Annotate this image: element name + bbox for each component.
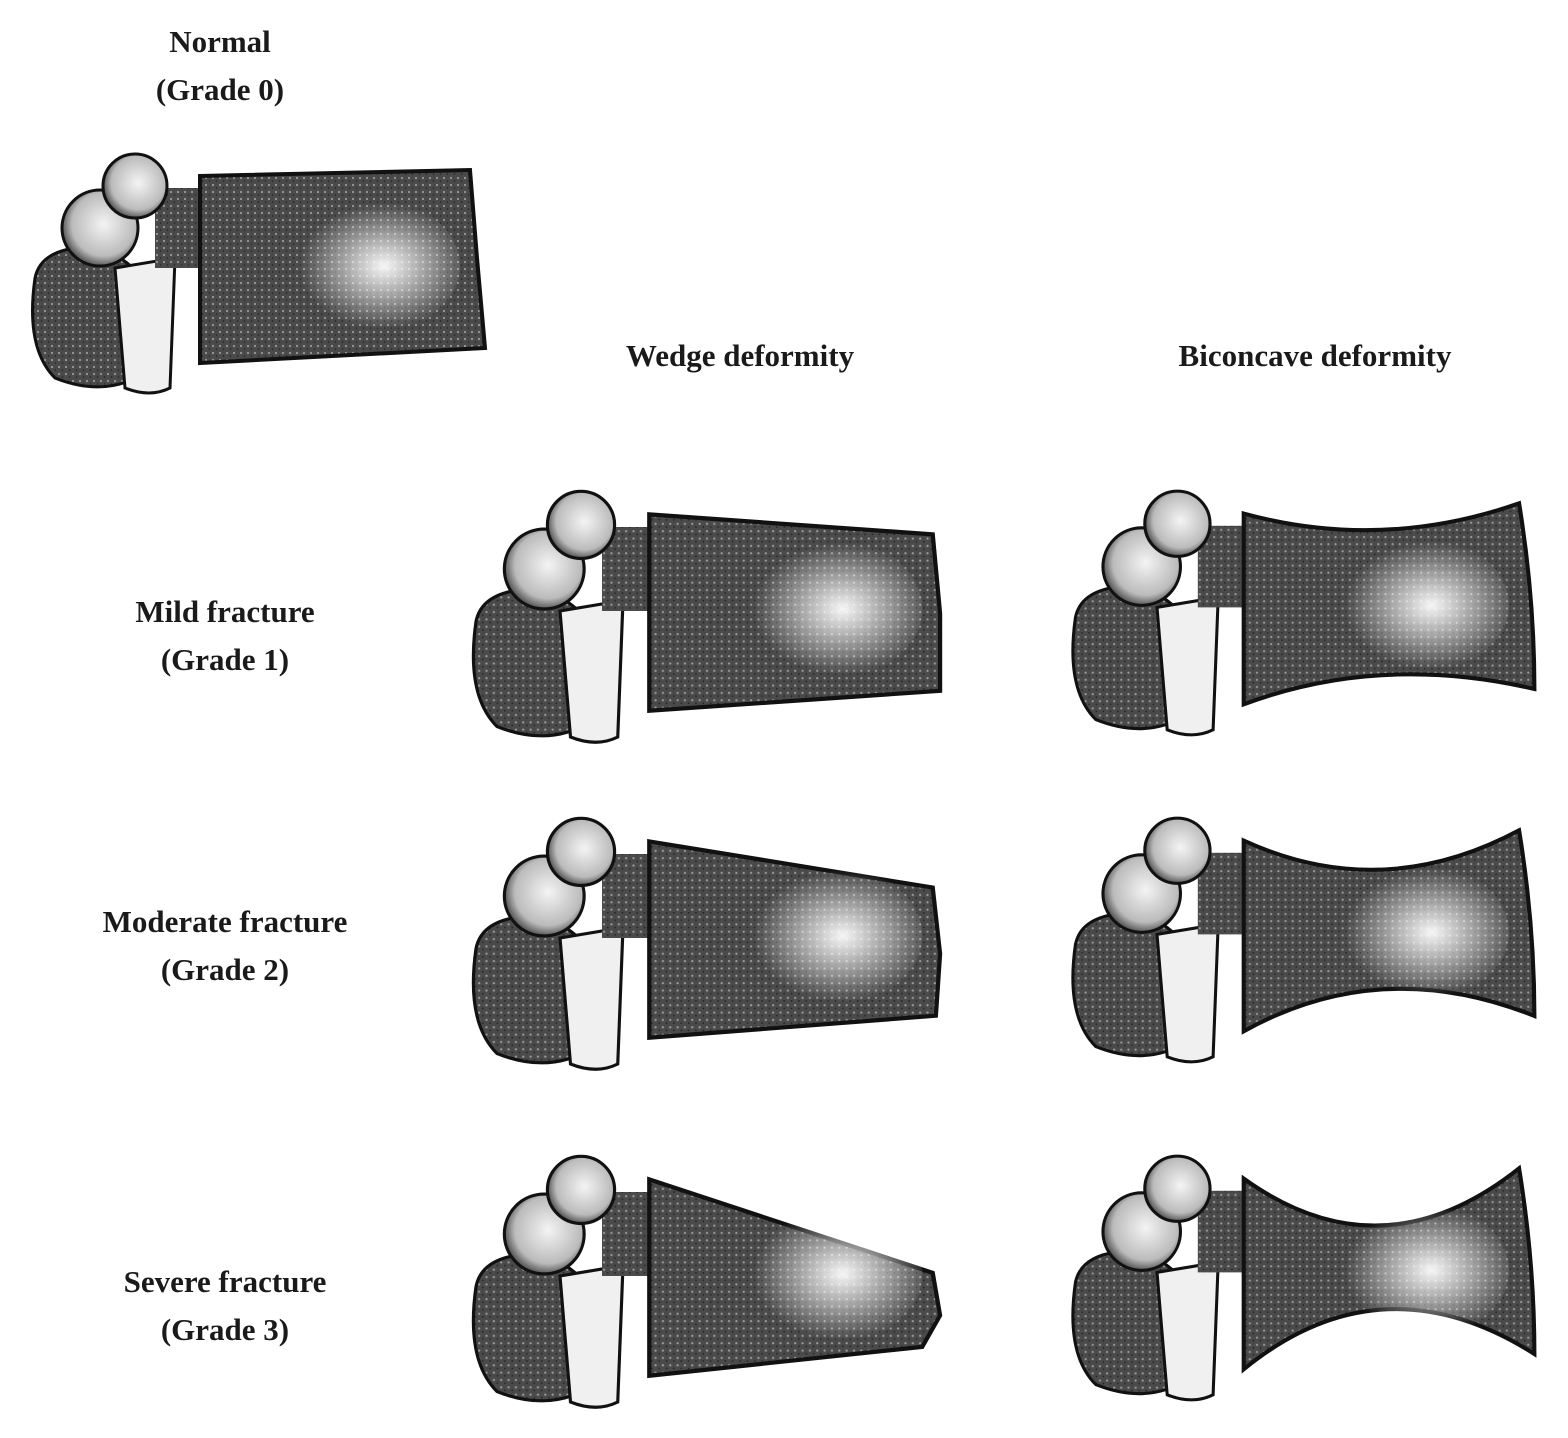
row-grade: (Grade 1): [160, 642, 290, 677]
facet-upper-shape: [1143, 816, 1212, 885]
vertebra-biconcave-grade-2: [1071, 816, 1537, 1064]
vertebra-wedge-grade-1: [471, 489, 943, 744]
body-highlight: [722, 862, 923, 1010]
row-label-mild: Mild fracture (Grade 1): [40, 588, 410, 684]
facet-upper-shape: [545, 489, 617, 561]
vertebra-biconcave-grade-3: [1071, 1154, 1537, 1402]
row-label-normal: Normal (Grade 0): [100, 18, 340, 114]
facet-upper-shape: [101, 152, 169, 220]
spinous-process-shape: [113, 256, 177, 395]
row-name: Moderate fracture: [102, 904, 348, 939]
row-name: Severe fracture: [123, 1264, 327, 1299]
row-grade: (Grade 0): [155, 72, 285, 107]
spinous-process-shape: [1155, 922, 1220, 1064]
facet-upper-shape: [545, 816, 617, 888]
spinous-process-shape: [558, 925, 625, 1071]
spinous-process-shape: [558, 598, 625, 744]
row-grade: (Grade 2): [160, 952, 290, 987]
row-label-severe: Severe fracture (Grade 3): [40, 1258, 410, 1354]
body-highlight: [1315, 860, 1509, 1004]
facet-upper-shape: [1143, 1154, 1212, 1223]
column-header-biconcave: Biconcave deformity: [1178, 338, 1452, 373]
spinous-process-shape: [1155, 595, 1220, 737]
body-highlight: [722, 1200, 923, 1348]
vertebra-wedge-grade-2: [471, 816, 943, 1071]
row-grade: (Grade 3): [160, 1312, 290, 1347]
row-name: Mild fracture: [135, 594, 315, 629]
facet-upper-shape: [1143, 489, 1212, 558]
row-label-moderate: Moderate fracture (Grade 2): [30, 898, 420, 994]
body-highlight: [1315, 1198, 1509, 1342]
body-highlight: [1315, 533, 1509, 677]
vertebra-biconcave-grade-1: [1071, 489, 1537, 737]
body-highlight: [722, 535, 923, 683]
row-name: Normal: [169, 24, 271, 59]
facet-upper-shape: [545, 1154, 617, 1226]
spinous-process-shape: [1155, 1260, 1220, 1402]
spinous-process-shape: [558, 1263, 625, 1409]
vertebra-normal: [31, 152, 488, 395]
body-highlight: [270, 196, 460, 336]
column-header-wedge: Wedge deformity: [625, 338, 855, 373]
vertebra-wedge-grade-3: [471, 1154, 943, 1409]
